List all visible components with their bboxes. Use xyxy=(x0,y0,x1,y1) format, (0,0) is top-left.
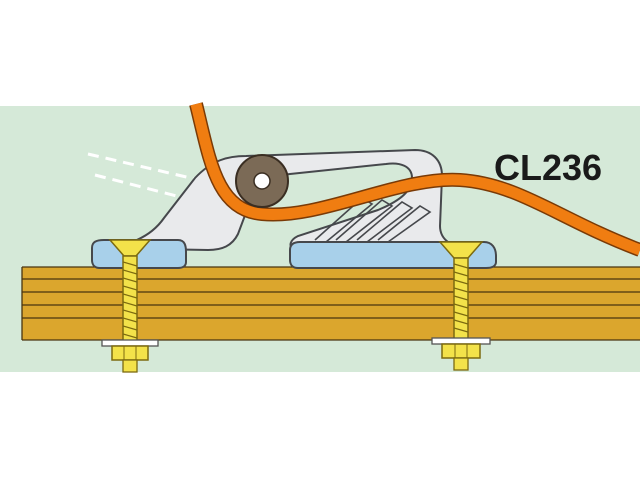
wood-deck xyxy=(21,266,640,341)
screw-left xyxy=(101,239,159,373)
model-label: CL236 xyxy=(494,147,602,188)
rope xyxy=(190,102,640,256)
nut-right xyxy=(441,343,481,359)
washer-left xyxy=(101,339,159,347)
nut-left xyxy=(111,345,149,361)
screw-right xyxy=(431,241,491,371)
base-plate-right xyxy=(289,241,497,269)
roller xyxy=(235,154,289,208)
washer-right xyxy=(431,337,491,345)
